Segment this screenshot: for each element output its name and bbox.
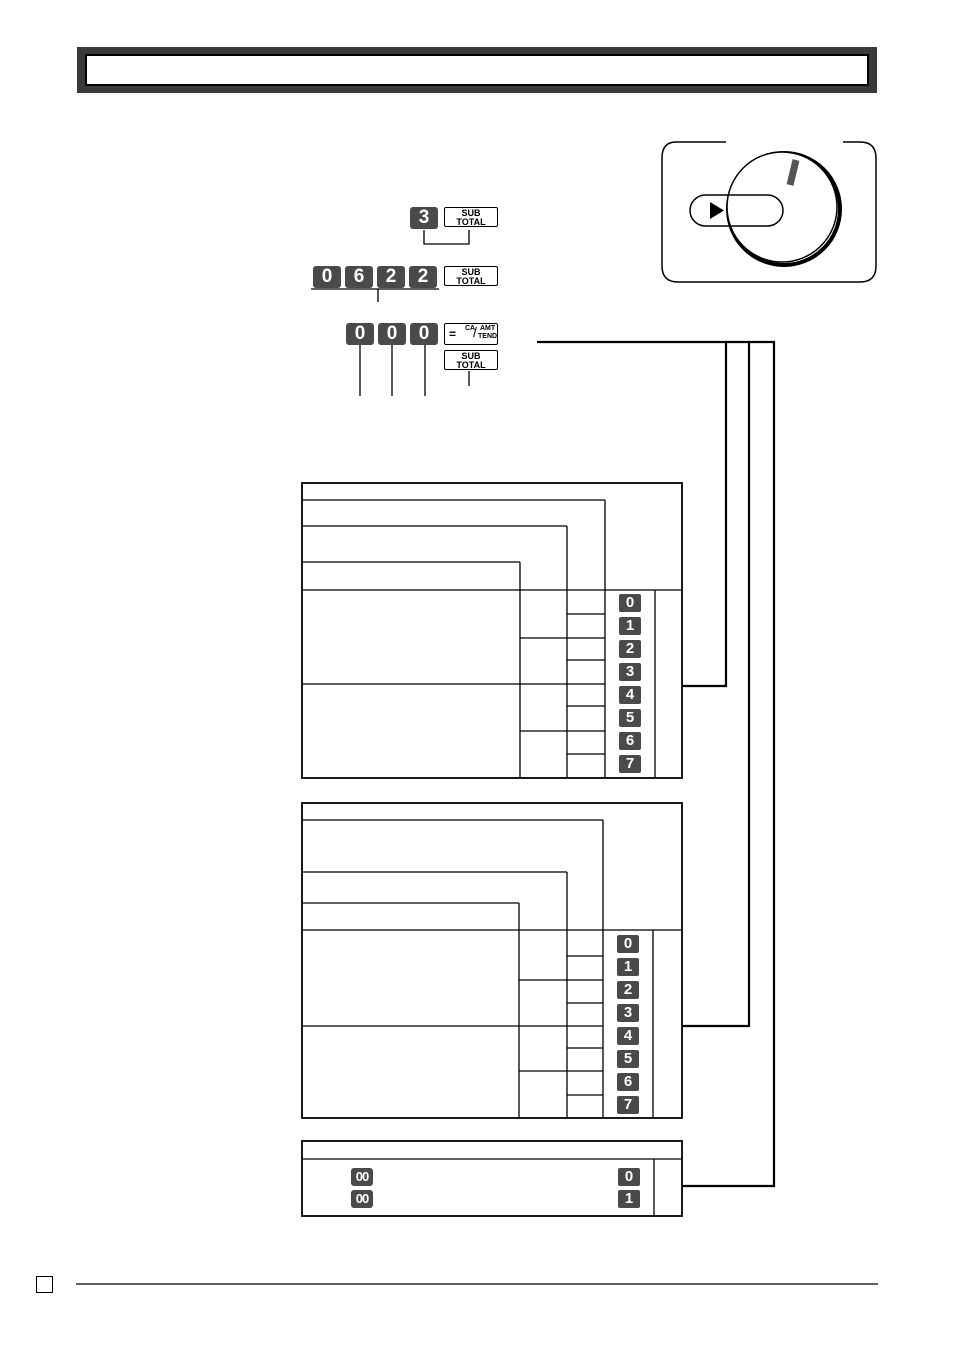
t2-key-7: 7 (617, 1096, 639, 1114)
row1-bracket (423, 230, 470, 245)
t2-key-5: 5 (617, 1050, 639, 1068)
key-2-second: 2 (409, 266, 437, 288)
tend-label: TEND (478, 333, 498, 340)
connector-lines (537, 340, 776, 1188)
key-6: 6 (345, 266, 373, 288)
key-2: 2 (377, 266, 405, 288)
equals-label: = (449, 327, 457, 341)
t3-key-00-a: 00 (351, 1168, 373, 1186)
t2-key-6: 6 (617, 1073, 639, 1091)
section-header-bar (77, 47, 877, 93)
key-0: 0 (313, 266, 341, 288)
mode-switch-key-indicator (786, 159, 800, 186)
key-3: 3 (410, 207, 438, 229)
subtotal-key-top-label: SUB (461, 267, 481, 277)
t2-key-3: 3 (617, 1004, 639, 1022)
subtotal-key-top-label: SUB (461, 208, 481, 218)
key-0-c: 0 (410, 323, 438, 345)
key-0-b: 0 (378, 323, 406, 345)
subtotal-key-bottom-label: TOTAL (456, 276, 486, 286)
triangle-pointer-icon (710, 202, 724, 219)
page-number-box (36, 1276, 53, 1293)
mode-switch-illustration (661, 141, 877, 283)
subtotal-key-bottom-label: TOTAL (456, 217, 486, 227)
t2-key-0: 0 (617, 935, 639, 953)
t3-key-00-b: 00 (351, 1190, 373, 1208)
table-2 (301, 802, 683, 1119)
subtotal-key: SUB TOTAL (444, 207, 498, 227)
t2-key-4: 4 (617, 1027, 639, 1045)
t1-key-5: 5 (619, 709, 641, 727)
t3-key-1: 1 (618, 1190, 640, 1208)
subtotal-key-bottom-label: TOTAL (456, 360, 486, 370)
t2-key-2: 2 (617, 981, 639, 999)
t1-key-2: 2 (619, 640, 641, 658)
mode-switch-slot (689, 194, 784, 227)
subtotal-key-top-label: SUB (461, 351, 481, 361)
t1-key-7: 7 (619, 755, 641, 773)
t1-key-4: 4 (619, 686, 641, 704)
subtotal-key-3: SUB TOTAL (444, 350, 498, 370)
t1-key-6: 6 (619, 732, 641, 750)
table-1 (301, 482, 683, 779)
t2-key-1: 1 (617, 958, 639, 976)
t1-key-1: 1 (619, 617, 641, 635)
t1-key-3: 3 (619, 663, 641, 681)
mode-switch-frame (661, 141, 877, 283)
table-3 (301, 1140, 683, 1217)
t3-key-0: 0 (618, 1168, 640, 1186)
t1-key-0: 0 (619, 594, 641, 612)
subtotal-key-2: SUB TOTAL (444, 266, 498, 286)
amt-label: AMT (480, 325, 496, 332)
key-0-a: 0 (346, 323, 374, 345)
ca-amt-tend-key: = CA / AMT TEND (444, 323, 498, 345)
slash-divider: / (473, 324, 477, 340)
ca-label: CA (465, 325, 476, 332)
section-header-title-box (85, 54, 869, 86)
